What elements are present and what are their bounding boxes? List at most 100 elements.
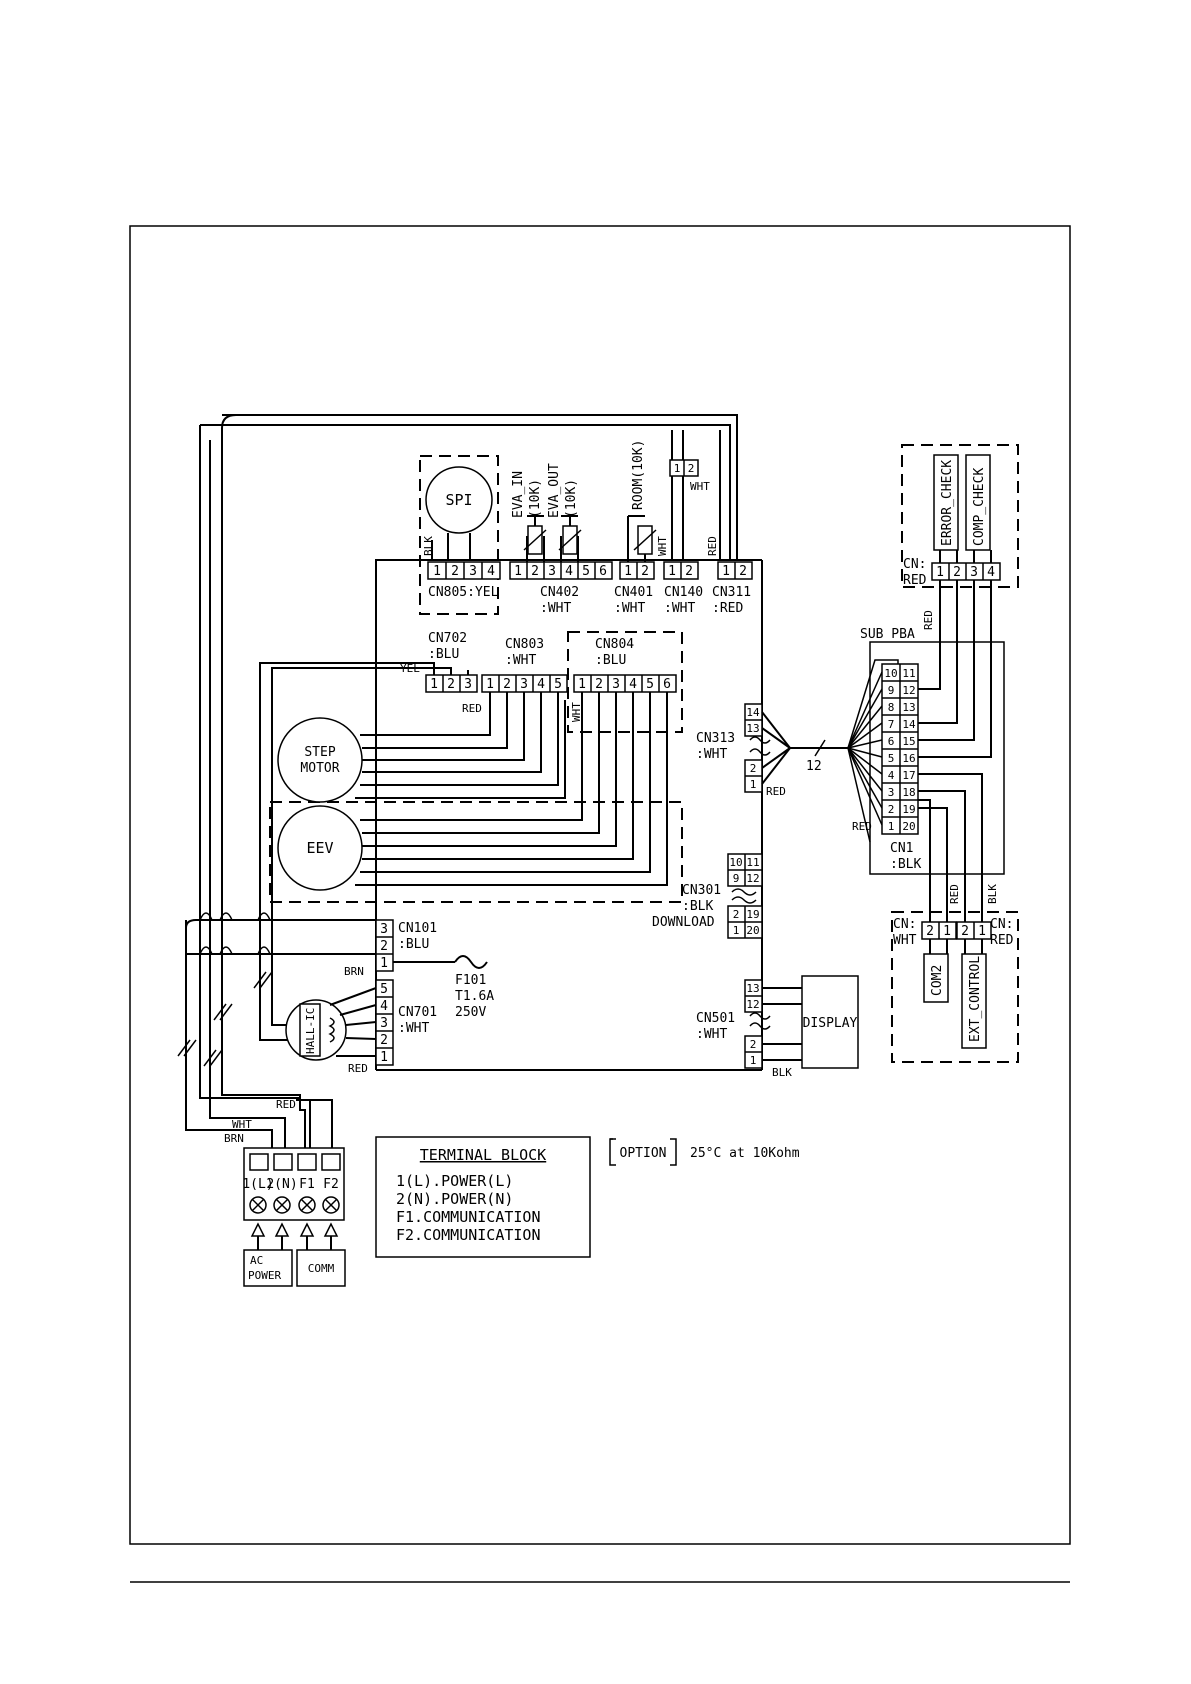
cn1-label-1: CN1	[890, 841, 913, 856]
svg-text:2: 2	[685, 564, 693, 579]
term-wht-label: WHT	[232, 1118, 252, 1131]
svg-text:9: 9	[888, 684, 895, 697]
svg-text:19: 19	[902, 803, 915, 816]
comm-box	[296, 1249, 346, 1287]
spi-option-box	[419, 455, 499, 615]
cn804-label-2: :BLU	[595, 653, 626, 668]
cn-wht-bottom-label-2: WHT	[893, 933, 917, 948]
sub-pba-label: SUB PBA	[860, 627, 915, 642]
cn313-label-1: CN313	[696, 731, 735, 746]
cn1-red-label: RED	[852, 820, 872, 833]
spi-blk-label: BLK	[422, 536, 435, 556]
cn313-connector: 14 13 2 1	[744, 703, 771, 793]
sub-pba-outline	[869, 641, 1005, 875]
eva-out-label: EVA_OUT	[547, 463, 562, 518]
eva-in-thermistor	[523, 515, 547, 562]
svg-text:2: 2	[926, 924, 934, 939]
svg-text:6: 6	[888, 735, 895, 748]
fuse-label-1: F101	[455, 973, 486, 988]
ext-control-label: EXT_CONTROL	[968, 956, 983, 1042]
page-frame	[129, 225, 1071, 1545]
terminal-block-legend	[375, 1136, 591, 1258]
eva-in-label: EVA_IN	[511, 471, 526, 518]
cn101-label-2: :BLU	[398, 937, 429, 952]
cn401-connector: 1 2	[619, 561, 655, 580]
cn-red-bottom-label-1: CN:	[990, 917, 1013, 932]
cn701-label-1: CN701	[398, 1005, 437, 1020]
svg-text:4: 4	[888, 769, 895, 782]
svg-text:1: 1	[380, 1050, 388, 1065]
cn140-wht-label: WHT	[690, 480, 710, 493]
cn1-label-2: :BLK	[890, 857, 921, 872]
svg-text:3: 3	[888, 786, 895, 799]
svg-text:11: 11	[746, 856, 759, 869]
fanout-wires	[847, 659, 899, 843]
cn-wht-bottom-connector: 2 1	[921, 921, 957, 940]
cn702-label-2: :BLU	[428, 647, 459, 662]
svg-text:4: 4	[987, 565, 995, 580]
svg-text:16: 16	[902, 752, 915, 765]
terminal-block-line-2: 2(N).POWER(N)	[396, 1190, 513, 1208]
svg-text:1: 1	[733, 924, 740, 937]
ext-option-box	[891, 911, 1019, 1063]
cn402-label-1: CN402	[540, 585, 579, 600]
terminal-label-2: 2(N)	[266, 1177, 297, 1192]
cn803-red-label: RED	[462, 702, 482, 715]
cn-wht-bottom-label-1: CN:	[893, 917, 916, 932]
svg-text:1: 1	[978, 924, 986, 939]
cn301-label-2: :BLK	[682, 899, 713, 914]
com2-box	[923, 953, 949, 1003]
svg-text:5: 5	[380, 982, 388, 997]
svg-text:2: 2	[739, 564, 747, 579]
svg-text:15: 15	[902, 735, 915, 748]
cn501-connector: 13 12 2 1	[744, 979, 771, 1069]
ext-blk-label: BLK	[986, 884, 999, 904]
terminal-block-line-1: 1(L).POWER(L)	[396, 1172, 513, 1190]
terminal-block-title: TERMINAL BLOCK	[420, 1146, 546, 1164]
cn402-connector: 1 2 3 4 5 6	[509, 561, 613, 580]
terminal-screws	[249, 1196, 340, 1214]
svg-text:3: 3	[380, 1016, 388, 1031]
ac-power-box	[243, 1249, 293, 1287]
display-box	[801, 975, 859, 1069]
cn803-label-2: :WHT	[505, 653, 536, 668]
terminal-label-1: 1(L)	[242, 1177, 273, 1192]
svg-text:1: 1	[514, 564, 522, 579]
svg-text:1: 1	[380, 956, 388, 971]
room-thermistor	[627, 515, 657, 562]
svg-text:2: 2	[380, 1033, 388, 1048]
svg-text:2: 2	[750, 1038, 757, 1051]
cn101-label-1: CN101	[398, 921, 437, 936]
svg-text:13: 13	[746, 982, 759, 995]
svg-text:3: 3	[380, 922, 388, 937]
cn101-connector: 3 2 1	[375, 919, 394, 972]
svg-text:3: 3	[469, 564, 477, 579]
eev-label: EEV	[306, 839, 333, 857]
cn140-label-2: :WHT	[664, 601, 695, 616]
svg-text:1: 1	[936, 565, 944, 580]
cn701-label-2: :WHT	[398, 1021, 429, 1036]
cn701-connector: 5 4 3 2 1	[375, 979, 394, 1066]
svg-text:1: 1	[624, 564, 632, 579]
svg-text:19: 19	[746, 908, 759, 921]
terminal-feed-wires	[185, 1085, 333, 1156]
svg-text:1: 1	[430, 677, 438, 692]
cn-red-bottom-label-2: RED	[990, 933, 1014, 948]
fuse-label-2: T1.6A	[455, 989, 494, 1004]
eva-in-resistance: (10K)	[528, 479, 543, 518]
eva-out-resistance: (10K)	[564, 479, 579, 518]
cn-red-top-label-2: RED	[903, 573, 927, 588]
svg-text:1: 1	[674, 462, 681, 475]
cn313-label-2: :WHT	[696, 747, 727, 762]
svg-text:4: 4	[537, 677, 545, 692]
spi-motor	[425, 466, 493, 534]
cn301-label-1: CN301	[682, 883, 721, 898]
svg-text:2: 2	[953, 565, 961, 580]
svg-text:2: 2	[888, 803, 895, 816]
svg-text:2: 2	[447, 677, 455, 692]
svg-text:20: 20	[902, 820, 915, 833]
svg-text:3: 3	[520, 677, 528, 692]
svg-text:2: 2	[688, 462, 695, 475]
